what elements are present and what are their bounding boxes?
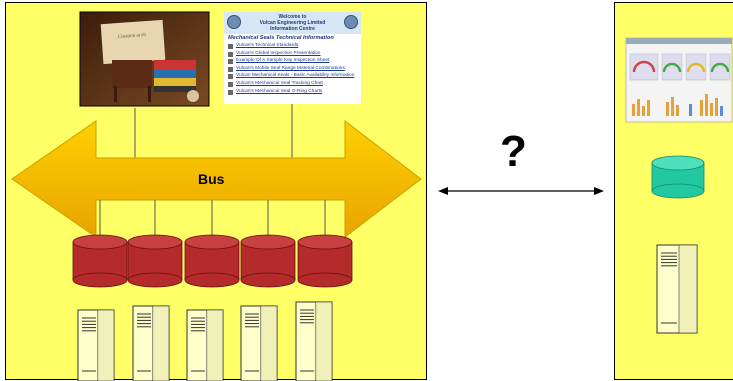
logo-icon bbox=[227, 15, 241, 29]
database-icon bbox=[297, 234, 353, 288]
photo-screenshot bbox=[79, 11, 210, 107]
server-icon bbox=[240, 305, 278, 381]
server-icon bbox=[656, 244, 698, 334]
database-group bbox=[72, 234, 353, 288]
list-item[interactable]: Vulcan's Technical Standards bbox=[228, 43, 357, 51]
document-icon bbox=[228, 51, 233, 57]
list-item[interactable]: Vulcan's Mechanical Seal Tracking Chart bbox=[228, 81, 357, 89]
question-mark: ? bbox=[500, 127, 527, 176]
bus-label: Bus bbox=[198, 171, 225, 187]
database-right bbox=[651, 155, 705, 199]
database-icon bbox=[240, 234, 296, 288]
server-icon bbox=[77, 309, 115, 381]
database-icon bbox=[127, 234, 183, 288]
server-icon bbox=[295, 301, 333, 381]
list-item[interactable]: Vulcan's Global Inspection Presentation bbox=[228, 51, 357, 59]
server-group bbox=[77, 301, 333, 381]
web-header: Welcome to Vulcan Engineering Limited In… bbox=[224, 12, 361, 34]
link-double-arrow bbox=[438, 187, 604, 195]
web-title: Welcome to Vulcan Engineering Limited In… bbox=[259, 14, 326, 32]
server-icon bbox=[186, 309, 224, 381]
document-icon bbox=[228, 81, 233, 87]
database-icon bbox=[184, 234, 240, 288]
document-icon bbox=[228, 59, 233, 65]
document-icon bbox=[228, 74, 233, 80]
web-heading: Mechanical Seals Technical Information bbox=[228, 35, 334, 41]
document-icon bbox=[228, 89, 233, 95]
document-icon bbox=[228, 66, 233, 72]
server-icon bbox=[132, 305, 170, 381]
bus-arrow bbox=[11, 119, 422, 239]
document-icon bbox=[228, 44, 233, 49]
logo-icon bbox=[344, 15, 358, 29]
web-link-list: Vulcan's Technical Standards Vulcan's Gl… bbox=[228, 43, 357, 96]
list-item[interactable]: Vulcan's Mechanical Seal O-Ring Charts bbox=[228, 89, 357, 97]
list-item[interactable]: Vulcan Mechanical Seals - Basic Availabi… bbox=[228, 73, 357, 81]
list-item[interactable]: Example Of A Sample Key Inspection Sheet bbox=[228, 58, 357, 66]
web-page-screenshot: Welcome to Vulcan Engineering Limited In… bbox=[224, 12, 361, 104]
server-right bbox=[656, 244, 698, 334]
bus-drop-lines bbox=[99, 200, 326, 240]
dashboard-screenshot bbox=[625, 37, 733, 123]
list-item[interactable]: Vulcan's Mobile Seal Range Material Comb… bbox=[228, 66, 357, 74]
database-icon bbox=[72, 234, 128, 288]
